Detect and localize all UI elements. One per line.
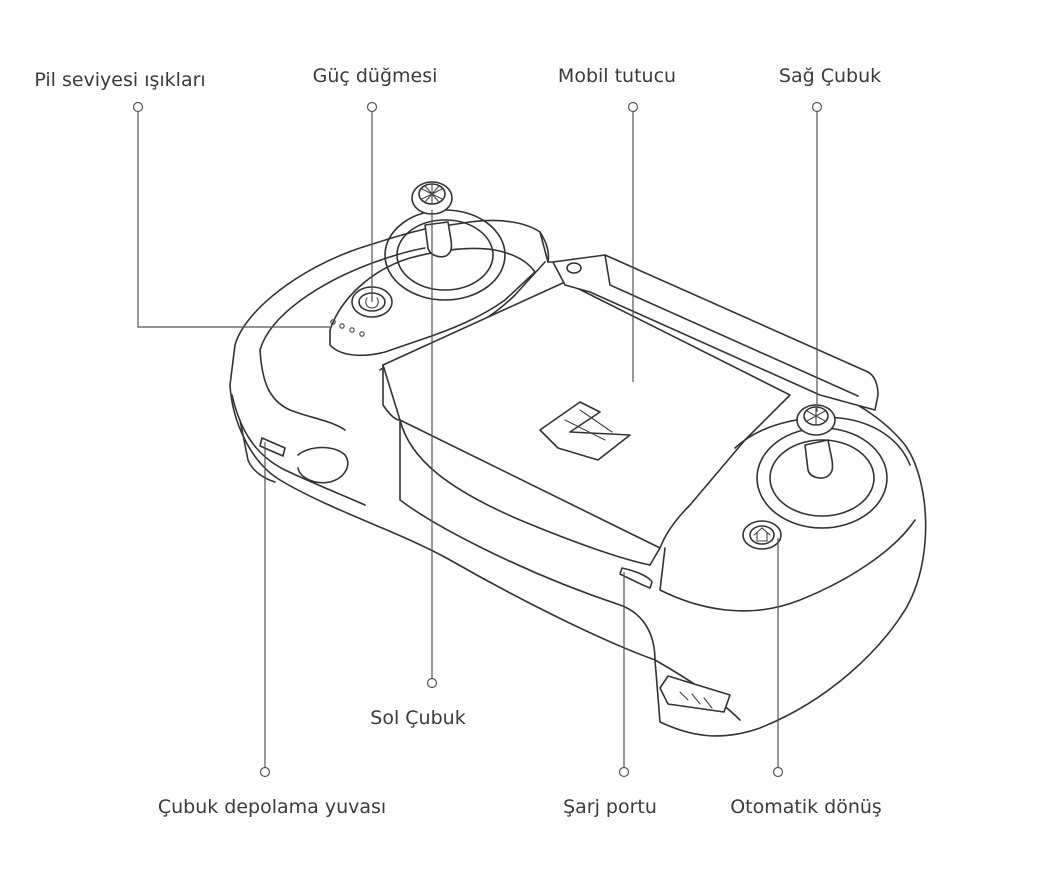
label-right-stick: Sağ Çubuk (778, 65, 882, 87)
label-power-button: Güç düğmesi (312, 65, 438, 87)
right-stick-area (399, 404, 916, 721)
label-left-stick: Sol Çubuk (370, 707, 466, 729)
leader-lines (132, 101, 823, 778)
label-stick-storage: Çubuk depolama yuvası (157, 796, 387, 818)
mobile-holder (382, 254, 879, 566)
brand-logo (539, 401, 631, 461)
label-return-home: Otomatik dönüş (730, 796, 882, 818)
label-charge-port: Şarj portu (563, 796, 657, 818)
label-mobile-holder: Mobil tutucu (557, 65, 677, 87)
label-battery-lights: Pil seviyesi ışıkları (34, 69, 206, 91)
